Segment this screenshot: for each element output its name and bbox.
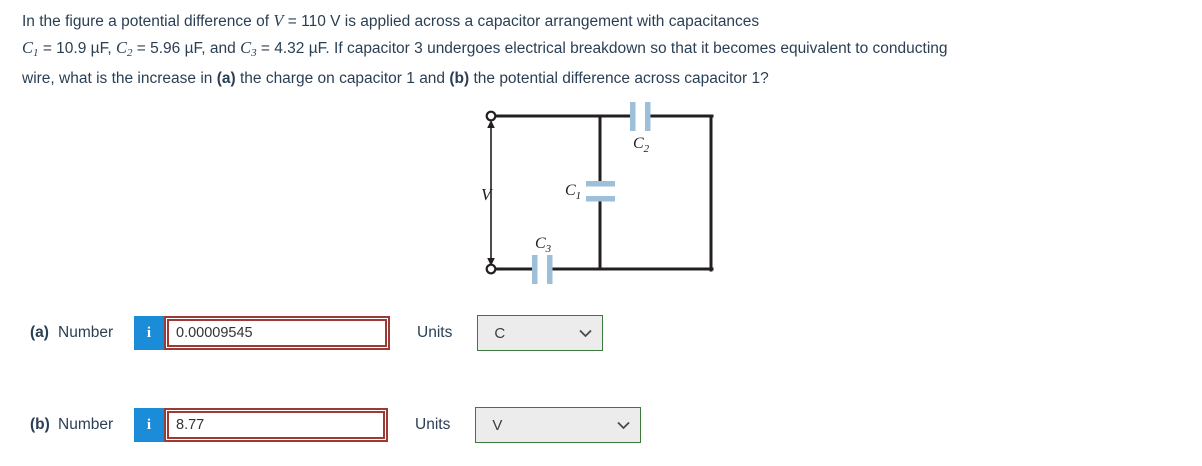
info-icon[interactable]: i [134,316,164,350]
problem-text-part: = 4.32 µF. If capacitor 3 undergoes elec… [256,40,948,57]
label-capacitor-c1: C1 [565,182,581,202]
answer-a-number-input[interactable] [164,316,390,350]
capacitor-c2-plates [630,102,651,131]
problem-text-part: In the figure a potential difference of [22,13,274,30]
variable-c3-subscript: 3 [251,47,257,59]
answer-a-number-group: i [134,316,390,350]
answer-b-number-label: Number [58,416,114,433]
answer-b-letter: (b) [30,416,50,433]
answer-a-units-select[interactable]: C [477,315,604,351]
chevron-down-icon [579,327,592,340]
voltage-arrow-down [487,258,495,266]
circuit-diagram: V C1 C2 C3 [455,98,745,293]
terminal-bottom [485,263,497,275]
problem-text-part: = 10.9 µF, [38,40,116,57]
answer-b-unit-value: V [492,416,503,434]
capacitor-c1-plates [586,181,615,202]
problem-text-part: the potential difference across capacito… [469,70,769,87]
answer-row-b: (b) Number i Units V [0,403,642,447]
answer-b-number-group: i [134,408,388,442]
problem-text-part: wire, what is the increase in [22,70,217,87]
label-capacitor-c2: C2 [633,135,650,155]
info-icon[interactable]: i [134,408,164,442]
variable-c2-subscript: 2 [126,47,133,59]
label-source-v: V [481,185,494,204]
problem-text-part: = 5.96 µF, and [132,40,241,57]
variable-c1-subscript: 1 [33,47,39,59]
variable-c1: C [22,38,34,57]
terminal-top [485,110,497,122]
voltage-arrow-up [487,120,495,128]
problem-text-part: the charge on capacitor 1 and [235,70,450,87]
answer-a-units-label: Units [417,324,453,341]
answer-b-units-select[interactable]: V [475,407,642,443]
variable-v: V [273,11,284,30]
problem-statement: In the figure a potential difference of … [22,8,1187,92]
problem-label-a: (a) [216,70,236,87]
variable-c3: C [240,38,252,57]
answer-a-unit-value: C [494,324,506,342]
chevron-down-icon [617,419,630,432]
label-capacitor-c3: C3 [535,235,552,255]
answer-b-units-label: Units [415,416,451,433]
problem-label-b: (b) [449,70,470,87]
capacitor-c3-plates [532,255,553,284]
answer-a-letter: (a) [30,324,49,341]
answer-b-number-input[interactable] [164,408,388,442]
answer-row-a: (a) Number i Units C [0,311,604,355]
answer-a-number-label: Number [58,324,114,341]
problem-text-part: = 110 V is applied across a capacitor ar… [283,13,760,30]
variable-c2: C [115,38,127,57]
